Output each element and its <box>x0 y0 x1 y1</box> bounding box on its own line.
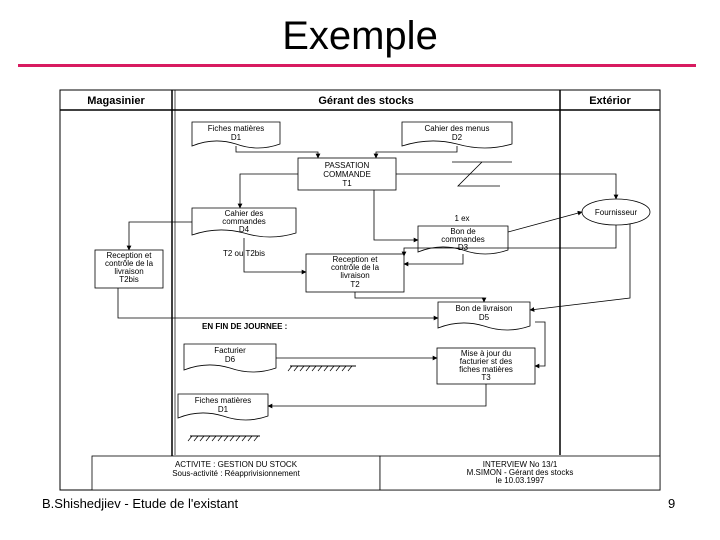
svg-text:Fiches matières: Fiches matières <box>195 396 251 405</box>
document-bon-de-commandes: Bon de commandes D3 <box>417 225 509 255</box>
svg-text:Mise à jour du: Mise à jour du <box>461 349 511 358</box>
svg-text:D6: D6 <box>225 355 236 364</box>
svg-text:D4: D4 <box>239 225 250 234</box>
document-bon-de-livraison: Bon de livraison D5 <box>437 301 531 331</box>
svg-text:commandes: commandes <box>441 235 485 244</box>
svg-text:contrôle de la: contrôle de la <box>331 263 380 272</box>
page-number: 9 <box>668 496 676 511</box>
process-mise-a-jour: Mise à jour du facturier st des fiches m… <box>436 347 536 385</box>
svg-text:le 10.03.1997: le 10.03.1997 <box>496 476 545 485</box>
svg-text:Cahier des menus: Cahier des menus <box>425 124 490 133</box>
archive-symbol-fiches <box>187 435 260 442</box>
svg-text:Reception et: Reception et <box>107 251 153 260</box>
footer-activity-box: ACTIVITE : GESTION DU STOCK Sous-activit… <box>91 455 381 491</box>
svg-text:INTERVIEW No 13/1: INTERVIEW No 13/1 <box>483 460 558 469</box>
document-cahier-des-menus: Cahier des menus D2 <box>401 121 513 149</box>
svg-text:Reception et: Reception et <box>333 255 379 264</box>
flow-arrows <box>117 146 631 409</box>
document-facturier: Facturier D6 <box>183 343 277 373</box>
svg-text:PASSATION: PASSATION <box>325 161 370 170</box>
title-underline <box>18 64 696 67</box>
archive-symbol-facturier <box>287 365 356 372</box>
svg-text:livraison: livraison <box>340 271 369 280</box>
footer-interview-box: INTERVIEW No 13/1 M.SIMON - Gérant des s… <box>379 455 661 491</box>
svg-text:M.SIMON - Gérant des stocks: M.SIMON - Gérant des stocks <box>467 468 574 477</box>
svg-text:Bon de livraison: Bon de livraison <box>456 304 513 313</box>
document-cahier-des-commandes: Cahier des commandes D4 <box>191 207 297 238</box>
svg-text:commandes: commandes <box>222 217 266 226</box>
svg-text:T2: T2 <box>350 280 360 289</box>
svg-text:D2: D2 <box>452 133 463 142</box>
lane-header-exterieur: Extérior <box>589 95 631 107</box>
document-fiches-matieres-top: Fiches matières D1 <box>191 121 281 149</box>
svg-text:Facturier: Facturier <box>214 346 246 355</box>
svg-text:D3: D3 <box>458 243 469 252</box>
svg-text:D1: D1 <box>218 405 229 414</box>
svg-text:ACTIVITE : GESTION DU STOCK: ACTIVITE : GESTION DU STOCK <box>175 460 298 469</box>
process-reception-t2bis: Reception et contrôle de la livraison T2… <box>94 249 164 289</box>
transmission-zigzag <box>452 161 512 187</box>
svg-text:Fournisseur: Fournisseur <box>595 208 638 217</box>
svg-text:D1: D1 <box>231 133 242 142</box>
external-fournisseur: Fournisseur <box>581 198 651 226</box>
process-reception-t2: Reception et contrôle de la livraison T2 <box>305 253 405 293</box>
svg-text:T3: T3 <box>481 373 491 382</box>
lane-header-gerant: Gérant des stocks <box>318 95 413 107</box>
slide-title: Exemple <box>282 14 438 58</box>
svg-text:COMMANDE: COMMANDE <box>323 170 371 179</box>
svg-text:livraison: livraison <box>114 267 143 276</box>
svg-text:T2bis: T2bis <box>119 275 139 284</box>
svg-text:Cahier des: Cahier des <box>225 209 264 218</box>
document-fiches-matieres-bottom: Fiches matières D1 <box>177 393 269 421</box>
note-end-of-day: EN FIN DE JOURNEE : <box>202 322 287 331</box>
footer-author: B.Shishedjiev - Etude de l'existant <box>42 496 239 511</box>
note-one-copy: 1 ex <box>454 214 469 223</box>
svg-text:Fiches matières: Fiches matières <box>208 124 264 133</box>
svg-text:D5: D5 <box>479 313 490 322</box>
svg-text:Bon de: Bon de <box>450 227 476 236</box>
svg-text:fiches matières: fiches matières <box>459 365 513 374</box>
svg-text:facturier st des: facturier st des <box>460 357 512 366</box>
lane-header-magasinier: Magasinier <box>87 95 145 107</box>
svg-text:contrôle de la: contrôle de la <box>105 259 154 268</box>
svg-text:Sous-activité : Réapprivisionn: Sous-activité : Réapprivisionnement <box>172 469 300 478</box>
process-passation-commande: PASSATION COMMANDE T1 <box>297 157 397 191</box>
svg-text:T1: T1 <box>342 179 352 188</box>
